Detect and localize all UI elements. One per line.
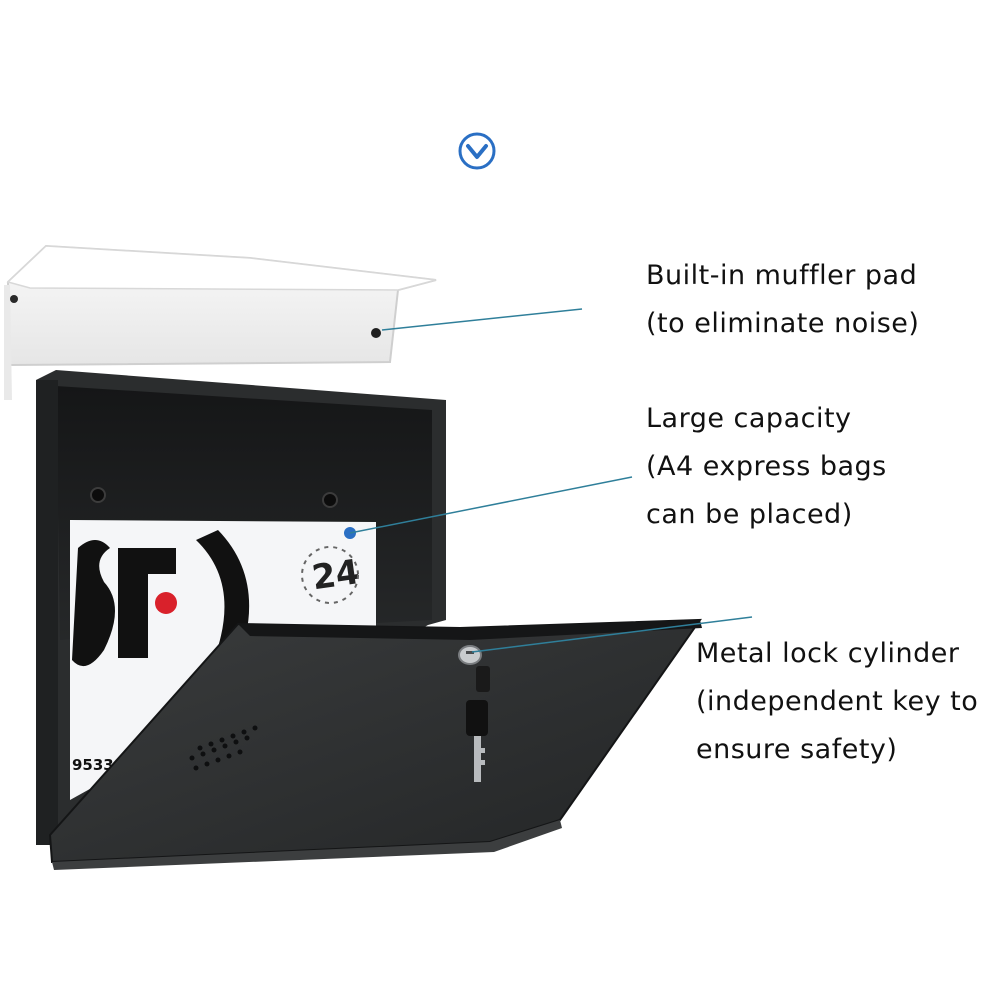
callout-line-capacity xyxy=(349,476,633,534)
key-icon xyxy=(466,666,490,782)
annotation-large-capacity: Large capacity (A4 express bags can be p… xyxy=(646,395,887,539)
annotation-lock-line2: (independent key to xyxy=(696,686,979,717)
chevron-down-circle-icon xyxy=(458,132,496,170)
callout-line-muffler xyxy=(381,308,583,331)
mailbox-lid xyxy=(4,244,437,400)
annotation-lock-line3: ensure safety) xyxy=(696,734,898,765)
package-badge-number: 24 xyxy=(310,552,362,598)
annotation-lock-line1: Metal lock cylinder xyxy=(696,638,960,669)
annotation-muffler-pad: Built-in muffler pad (to eliminate noise… xyxy=(646,252,919,348)
brand-red-dot xyxy=(155,592,177,614)
muffler-pad-rivet xyxy=(371,328,381,338)
annotation-muffler-line1: Built-in muffler pad xyxy=(646,260,918,291)
callout-lines xyxy=(349,308,753,653)
annotation-muffler-line2: (to eliminate noise) xyxy=(646,308,920,339)
lid-rivet xyxy=(10,295,18,303)
annotation-lock-cylinder: Metal lock cylinder (independent key to … xyxy=(696,630,978,774)
annotation-capacity-line2: (A4 express bags xyxy=(646,451,887,482)
mailbox-front-door xyxy=(48,618,702,870)
vent-holes xyxy=(189,725,258,771)
lock-cylinder xyxy=(458,645,482,665)
callout-line-lock xyxy=(471,616,753,653)
annotation-capacity-line1: Large capacity xyxy=(646,403,852,434)
annotation-capacity-line3: can be placed) xyxy=(646,499,853,530)
